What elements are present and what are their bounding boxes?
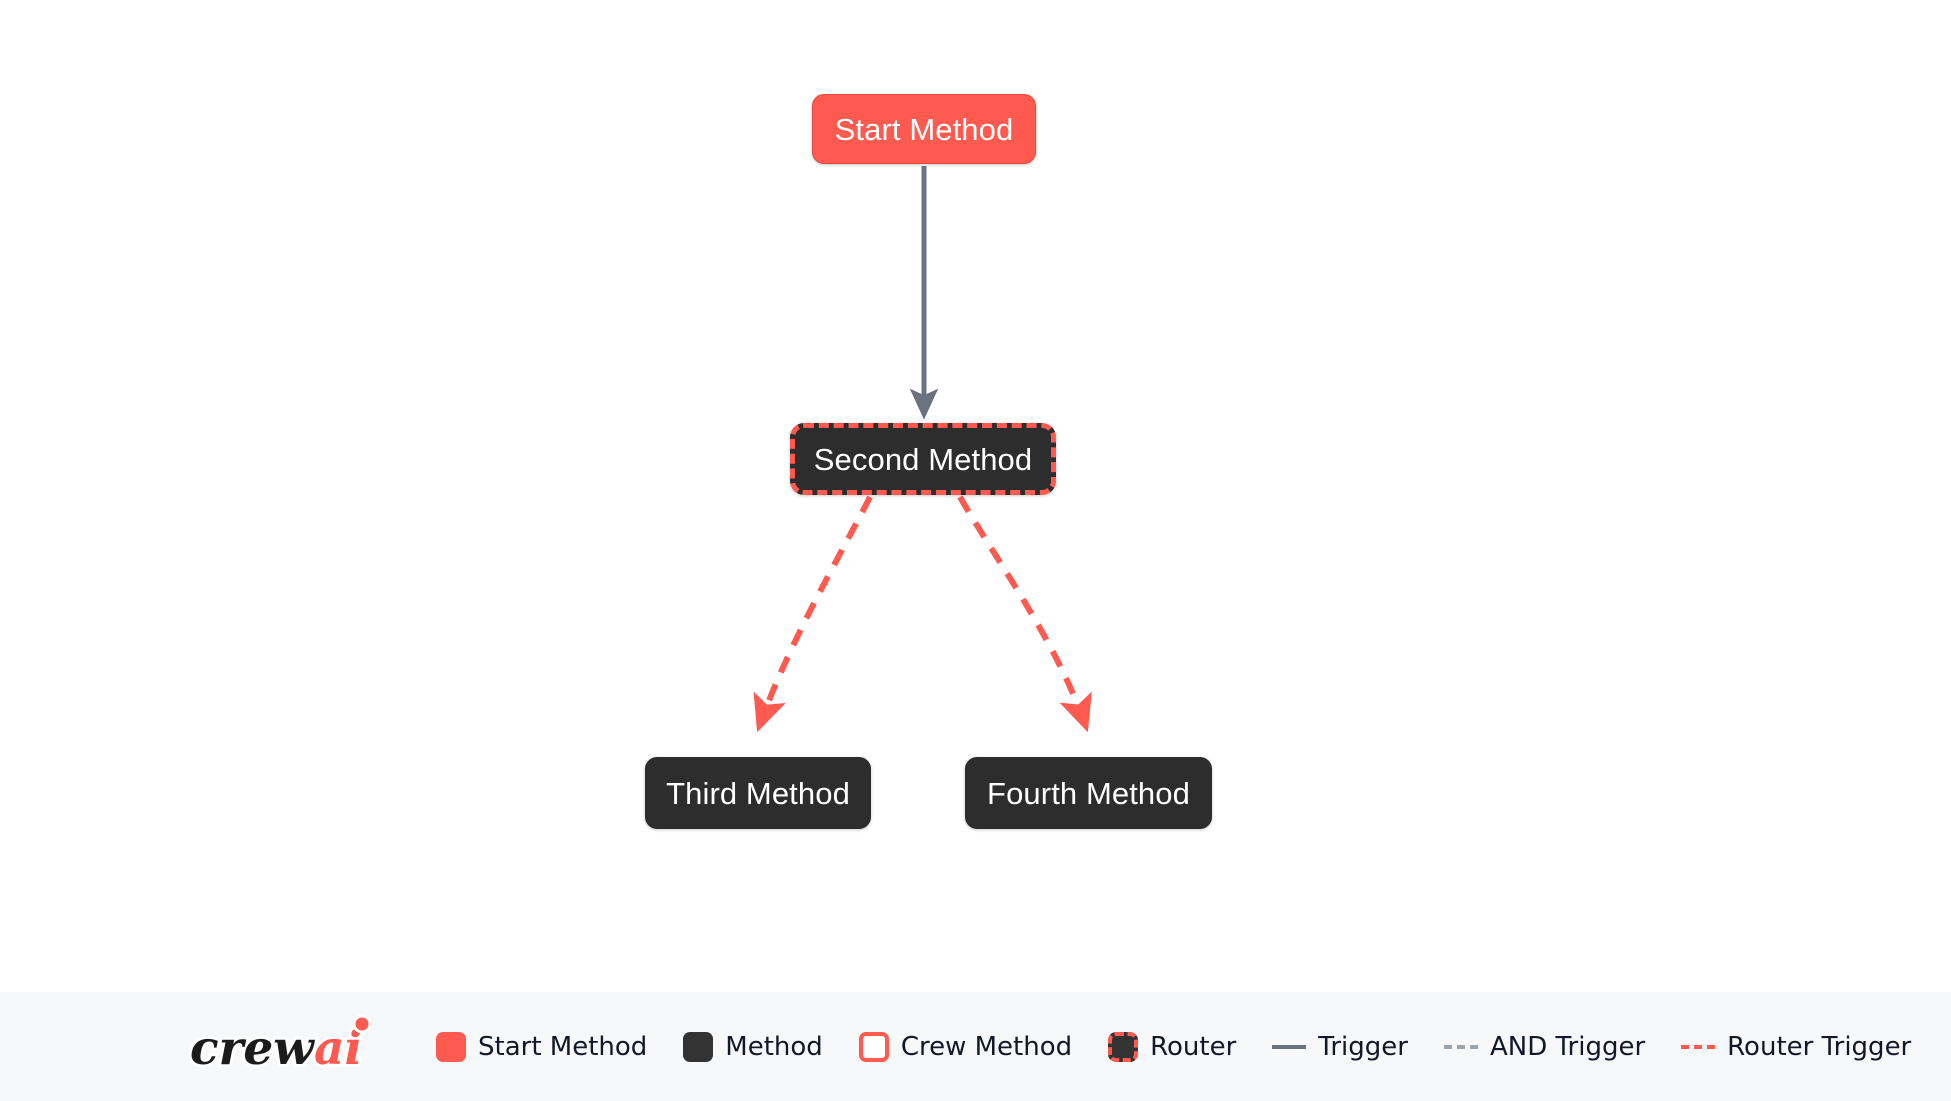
- node-label: Start Method: [834, 111, 1014, 147]
- node-label: Third Method: [666, 775, 850, 811]
- edge-second-to-fourth-left: [753, 495, 873, 733]
- legend-item-method[interactable]: Method: [683, 1031, 823, 1062]
- edge-second-to-fourth: [957, 495, 1092, 733]
- node-label: Second Method: [813, 441, 1033, 477]
- crewai-logo-ai: ai: [314, 1021, 362, 1076]
- method-swatch-icon: [683, 1031, 714, 1062]
- crewai-logo-svg: crew ai: [187, 1014, 372, 1079]
- legend-item-start-method[interactable]: Start Method: [436, 1031, 648, 1062]
- router-trigger-line-icon: [1681, 1044, 1716, 1049]
- legend-item-and-trigger[interactable]: AND Trigger: [1443, 1031, 1646, 1062]
- legend-label: Crew Method: [900, 1031, 1073, 1062]
- crewai-logo: crew ai: [186, 1012, 402, 1082]
- node-fourth-method[interactable]: Fourth Method: [965, 757, 1212, 829]
- and-trigger-line-icon: [1443, 1044, 1478, 1049]
- legend-label: Router: [1150, 1031, 1237, 1062]
- crewai-logo-crew: crew: [190, 1021, 315, 1076]
- legend-bar: crew ai Start Method Method Crew Method …: [0, 992, 1951, 1101]
- legend-label: AND Trigger: [1489, 1031, 1646, 1062]
- node-third-method[interactable]: Third Method: [645, 757, 871, 829]
- node-label: Fourth Method: [987, 775, 1190, 811]
- crew-method-swatch-icon: [858, 1031, 889, 1062]
- legend-label: Start Method: [478, 1031, 648, 1062]
- start-method-swatch-icon: [436, 1031, 466, 1062]
- flow-canvas[interactable]: Start Method Second Method Third Method …: [0, 0, 1951, 992]
- legend-items: Start Method Method Crew Method Router T…: [436, 1031, 1911, 1062]
- crewai-logo-dot: [352, 1014, 372, 1033]
- legend-label: Router Trigger: [1727, 1031, 1912, 1062]
- legend-item-router[interactable]: Router: [1108, 1031, 1237, 1062]
- legend-item-router-trigger[interactable]: Router Trigger: [1681, 1032, 1911, 1062]
- node-start-method[interactable]: Start Method: [812, 94, 1036, 164]
- legend-item-crew-method[interactable]: Crew Method: [858, 1031, 1073, 1062]
- node-second-method[interactable]: Second Method: [790, 423, 1056, 495]
- router-swatch-icon: [1108, 1031, 1139, 1062]
- trigger-line-icon: [1272, 1044, 1307, 1049]
- legend-label: Trigger: [1318, 1031, 1408, 1062]
- legend-label: Method: [725, 1031, 823, 1062]
- legend-item-trigger[interactable]: Trigger: [1272, 1032, 1408, 1062]
